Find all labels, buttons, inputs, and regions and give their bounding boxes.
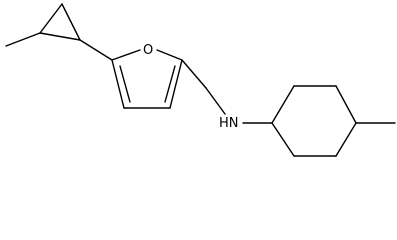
bond-cyclopropyl-furan xyxy=(79,39,113,61)
bond-furan-c4-c5-double xyxy=(119,65,131,103)
bond-furan-c2-c3 xyxy=(169,59,183,109)
bond-cyclohexyl-f xyxy=(271,122,295,157)
bond-furan-c5-o xyxy=(111,49,141,61)
bond-furan-c2-c3-double xyxy=(164,65,176,103)
oxygen-label: O xyxy=(143,43,153,58)
bond-furan-c4-c5 xyxy=(111,59,125,109)
chemical-structure: O HN xyxy=(5,3,396,157)
bond-cyclohexyl-c xyxy=(335,85,357,124)
bond-furan-ch2 xyxy=(181,59,207,89)
bond-cyclohexyl-d xyxy=(335,122,357,157)
bond-methyl-cyclopropyl xyxy=(5,32,41,47)
bond-cyclopropyl-b xyxy=(61,3,81,41)
structure-canvas: O HN xyxy=(5,3,396,157)
amine-label: HN xyxy=(219,116,239,131)
bond-cyclopropyl-a xyxy=(39,3,63,34)
bond-cyclohexyl-a xyxy=(271,85,295,124)
bond-furan-o-c2 xyxy=(156,49,183,61)
bond-ch2-nh xyxy=(205,87,226,115)
bond-cyclopropyl-c xyxy=(39,32,81,41)
